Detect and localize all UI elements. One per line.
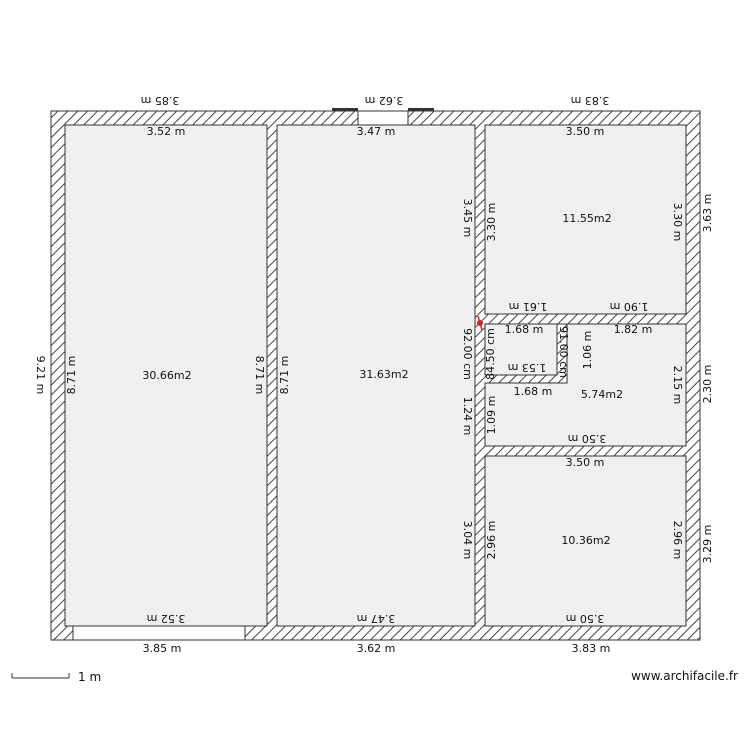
- dim-bottom-inner-2: 3.47 m: [357, 612, 396, 625]
- dim-closet-2: 1.53 m: [508, 361, 547, 374]
- room-1-floor: [64, 124, 268, 627]
- dim-room4-right: 2.15 m: [671, 366, 684, 405]
- dim-bottom-outer-1: 3.85 m: [143, 642, 182, 655]
- window-marker-right: [408, 108, 434, 111]
- dim-bottom-outer-2: 3.62 m: [357, 642, 396, 655]
- dim-wall1-left: 8.71 m: [253, 356, 266, 395]
- dim-room5-left: 2.96 m: [485, 521, 498, 560]
- scale-bar: 1 m: [11, 670, 101, 684]
- dim-right-outer-3: 3.29 m: [701, 525, 714, 564]
- dim-room3-bottom-1: 1.61 m: [509, 300, 548, 313]
- dim-top-outer-1: 3.85 m: [141, 94, 180, 107]
- dim-top-outer-2: 3.62 m: [365, 94, 404, 107]
- room-4-area: 5.74m2: [581, 388, 623, 401]
- dim-room3-right: 3.30 m: [671, 203, 684, 242]
- dim-left-inner: 8.71 m: [65, 356, 78, 395]
- dim-top-inner-2: 3.47 m: [357, 125, 396, 138]
- dim-bottom-outer-3: 3.83 m: [572, 642, 611, 655]
- room-1-area: 30.66m2: [142, 369, 191, 382]
- dim-closet-3: 1.68 m: [514, 385, 553, 398]
- dim-room5-right: 2.96 m: [671, 521, 684, 560]
- dim-closet-1: 84.50 cm: [484, 328, 497, 380]
- room-5-floor: [484, 455, 687, 627]
- dim-room5-top: 3.50 m: [566, 456, 605, 469]
- dim-right-outer-1: 3.63 m: [701, 194, 714, 233]
- room-3-floor: [484, 124, 687, 315]
- dim-room3-left: 3.30 m: [485, 203, 498, 242]
- closet-floor: [484, 323, 558, 376]
- top-window: [357, 110, 409, 126]
- dim-bottom-inner-3: 3.50 m: [566, 612, 605, 625]
- scale-label: 1 m: [78, 670, 101, 684]
- window-marker-left: [332, 108, 358, 111]
- dim-closet-4: 1.09 m: [485, 396, 498, 435]
- room-2-area: 31.63m2: [359, 368, 408, 381]
- dim-left-outer: 9.21 m: [34, 356, 47, 395]
- dim-room4-inner-1: 91.00 cm: [557, 326, 570, 378]
- room-4-floor: [484, 323, 687, 447]
- room-5-area: 10.36m2: [561, 534, 610, 547]
- brand-watermark: www.archifacile.fr: [631, 669, 738, 683]
- dim-bottom-inner-1: 3.52 m: [147, 612, 186, 625]
- dim-wall2-seg-3: 1.24 m: [461, 397, 474, 436]
- dim-room4-inner-2: 1.06 m: [581, 331, 594, 370]
- dim-wall2-seg-2: 92.00 cm: [461, 328, 474, 380]
- dim-top-outer-3: 3.83 m: [571, 94, 610, 107]
- dim-top-inner-1: 3.52 m: [147, 125, 186, 138]
- dim-top-inner-3: 3.50 m: [566, 125, 605, 138]
- dim-wall1-right: 8.71 m: [278, 356, 291, 395]
- dim-room3-bottom-2: 1.90 m: [610, 300, 649, 313]
- dim-right-outer-2: 2.30 m: [701, 365, 714, 404]
- bottom-door-opening: [72, 625, 246, 641]
- dim-room4-top-1: 1.68 m: [505, 323, 544, 336]
- dim-wall2-seg-1: 3.45 m: [461, 199, 474, 238]
- dim-wall2-seg-4: 3.04 m: [461, 521, 474, 560]
- dim-room4-bottom: 3.50 m: [568, 432, 607, 445]
- room-3-area: 11.55m2: [562, 212, 611, 225]
- dim-room4-top-2: 1.82 m: [614, 323, 653, 336]
